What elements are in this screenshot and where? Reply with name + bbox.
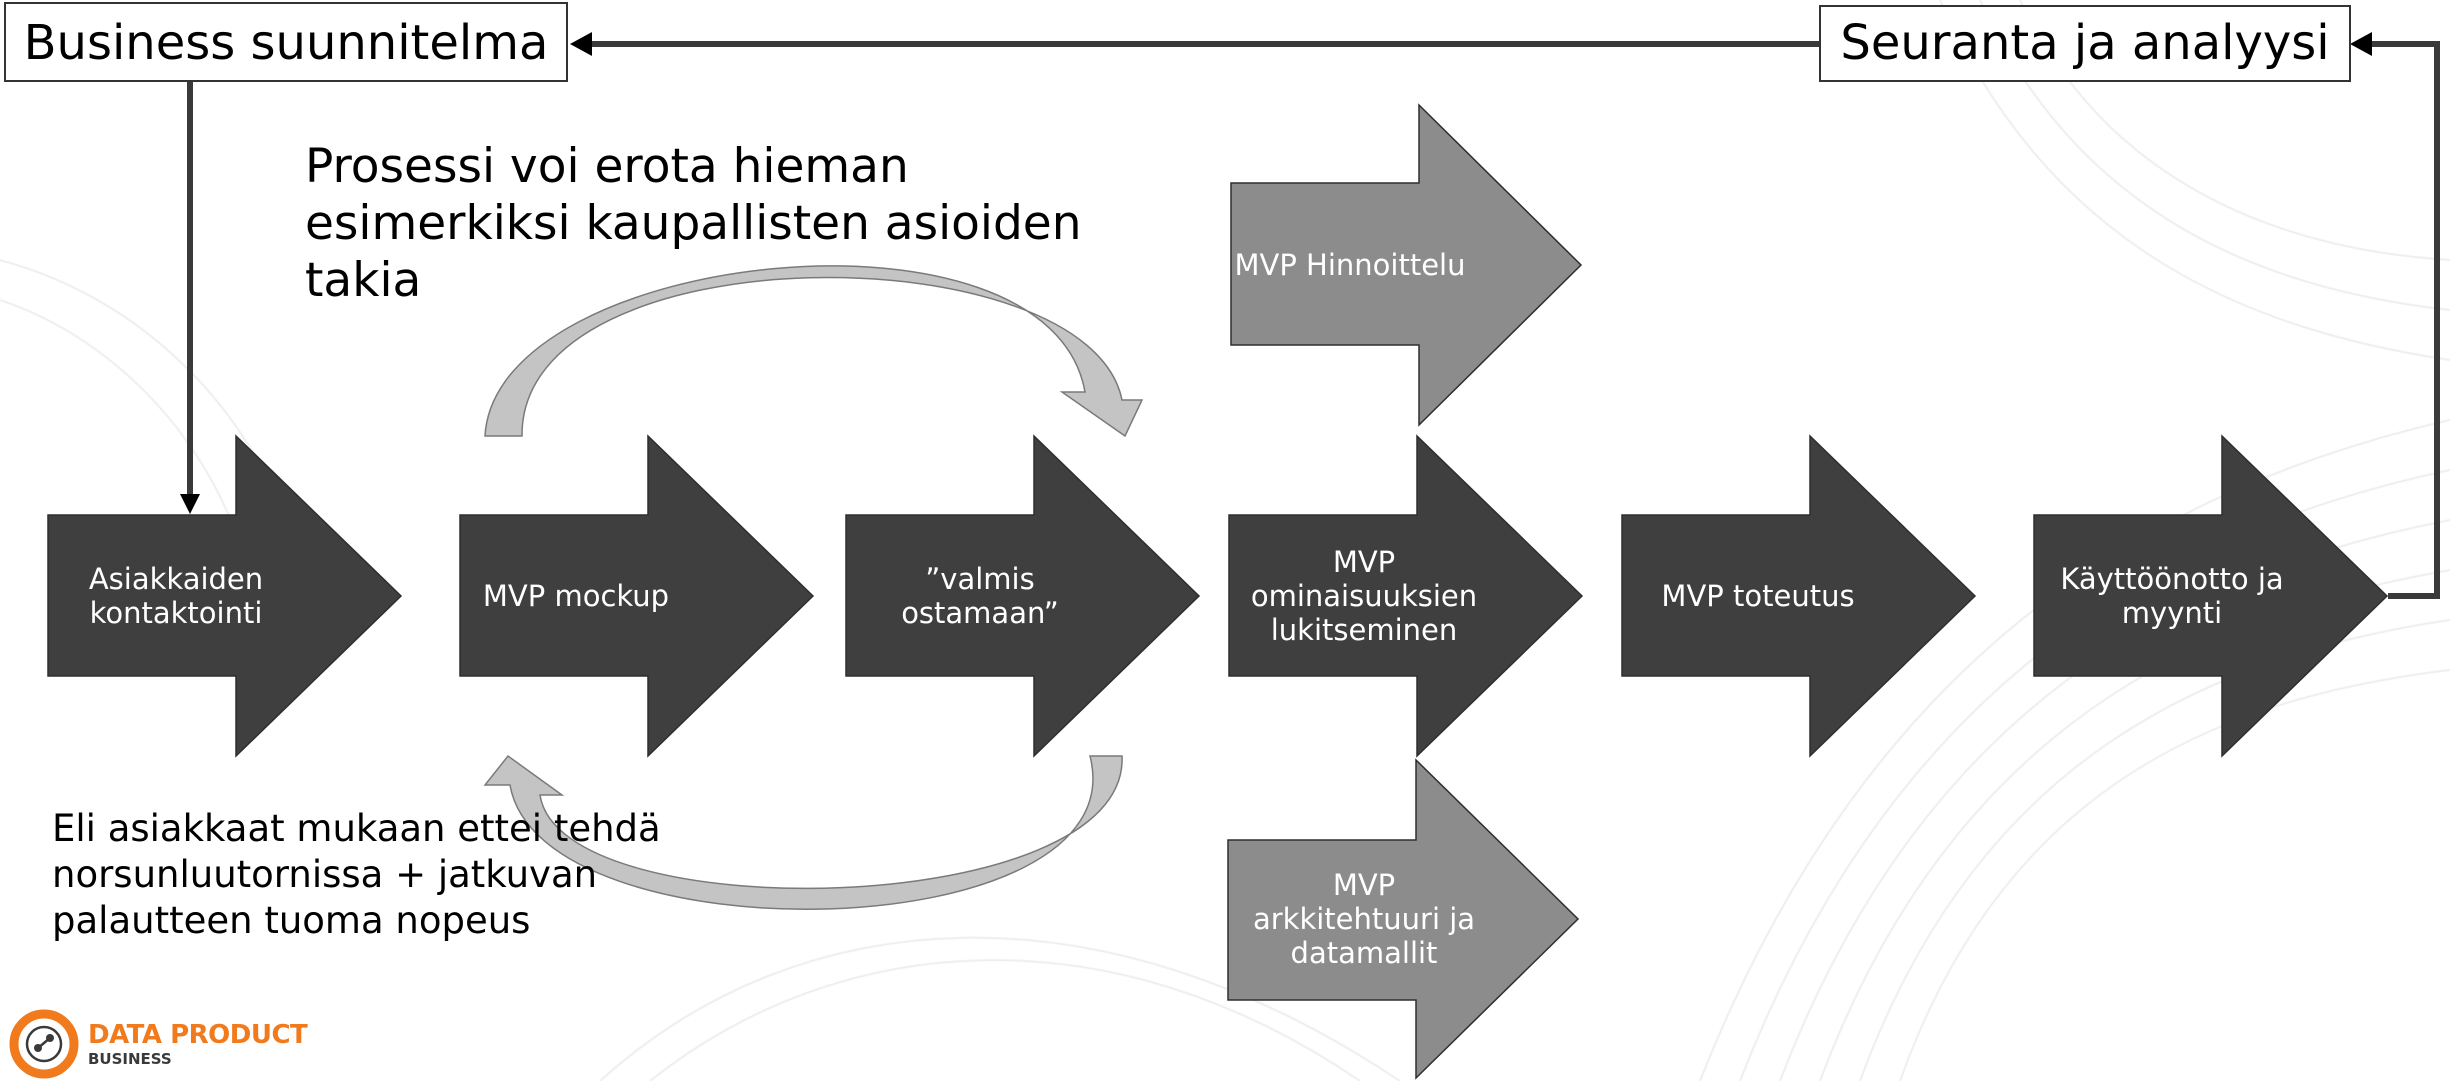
step-label-asiakkaiden-kontaktointi-line: Asiakkaiden: [89, 562, 263, 596]
step-arrow-mvp-ominaisuuksien-lukitseminen: [1228, 434, 1584, 758]
parallel-label-mvp-arkkitehtuuri-line: datamallit: [1291, 936, 1438, 970]
logo-icon: [9, 1009, 79, 1079]
arrowhead-to-business: [570, 32, 592, 56]
process-note-top: Prosessi voi erota hieman esimerkiksi ka…: [305, 139, 1082, 308]
parallel-label-mvp-arkkitehtuuri-line: MVP: [1333, 868, 1395, 902]
logo-subtitle: BUSINESS: [88, 1050, 172, 1068]
step-label-kayttoonotto-ja-myynti-line: myynti: [2122, 596, 2222, 630]
step-label-mvp-toteutus: MVP toteutus: [1661, 579, 1854, 613]
parallel-label-mvp-hinnoittelu-line: MVP Hinnoittelu: [1234, 248, 1465, 282]
step-label-mvp-toteutus-line: MVP toteutus: [1661, 579, 1854, 613]
seuranta-ja-analyysi-label: Seuranta ja analyysi: [1840, 15, 2329, 71]
step-arrow-mvp-mockup: [459, 434, 815, 758]
step-label-mvp-mockup: MVP mockup: [483, 579, 669, 613]
step-label-mvp-mockup-line: MVP mockup: [483, 579, 669, 613]
step-label-valmis-ostamaan-line: ”valmis: [925, 562, 1034, 596]
step-arrow-asiakkaiden-kontaktointi: [47, 434, 403, 758]
step-label-asiakkaiden-kontaktointi-line: kontaktointi: [90, 596, 263, 630]
step-label-mvp-ominaisuuksien-lukitseminen-line: lukitseminen: [1271, 613, 1458, 647]
seuranta-ja-analyysi-box: Seuranta ja analyysi: [1819, 5, 2351, 82]
step-arrow-mvp-toteutus: [1621, 434, 1977, 758]
business-suunnitelma-box: Business suunnitelma: [4, 2, 568, 82]
data-product-business-logo: DATA PRODUCT BUSINESS: [8, 1008, 308, 1080]
feedback-loop-connector: [187, 41, 2440, 599]
process-note-bottom: Eli asiakkaat mukaan ettei tehdä norsunl…: [52, 807, 661, 942]
business-suunnitelma-label: Business suunnitelma: [24, 15, 549, 71]
parallel-label-mvp-hinnoittelu: MVP Hinnoittelu: [1234, 248, 1465, 282]
cycle-arrow-forward: [484, 265, 1144, 438]
logo-wordmark: DATA PRODUCT: [88, 1020, 308, 1050]
step-label-kayttoonotto-ja-myynti-line: Käyttöönotto ja: [2060, 562, 2283, 596]
step-arrow-valmis-ostamaan: [845, 434, 1201, 758]
arrowhead-to-seuranta: [2350, 32, 2372, 56]
arrowhead-to-first-step: [180, 494, 200, 514]
step-label-valmis-ostamaan-line: ostamaan”: [901, 596, 1059, 630]
parallel-arrow-mvp-hinnoittelu: [1230, 103, 1583, 427]
step-label-mvp-ominaisuuksien-lukitseminen-line: ominaisuuksien: [1251, 579, 1477, 613]
step-label-mvp-ominaisuuksien-lukitseminen-line: MVP: [1333, 545, 1395, 579]
parallel-arrow-mvp-arkkitehtuuri: [1227, 758, 1580, 1080]
step-arrow-kayttoonotto-ja-myynti: [2033, 434, 2389, 758]
cycle-arrow-backward: [483, 754, 1123, 910]
parallel-label-mvp-arkkitehtuuri-line: arkkitehtuuri ja: [1253, 902, 1475, 936]
